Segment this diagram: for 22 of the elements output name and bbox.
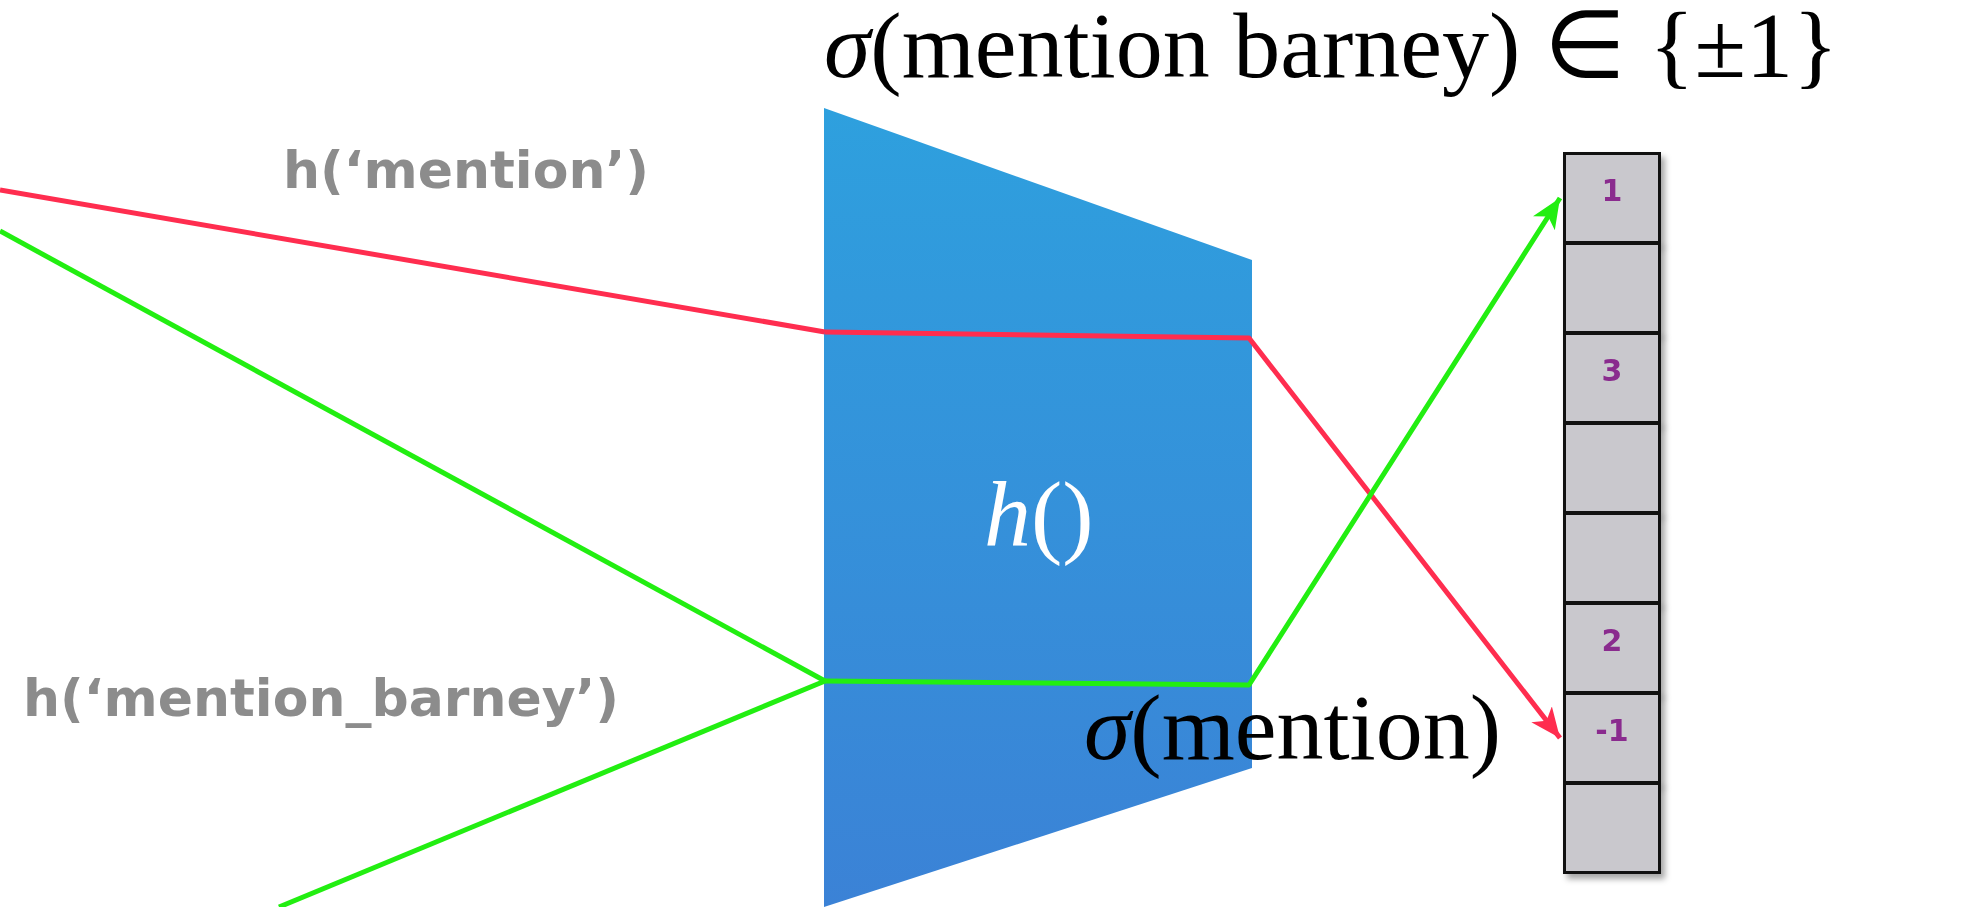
vector-column (1563, 152, 1661, 872)
vector-cell (1563, 692, 1661, 784)
connector-line (0, 228, 827, 684)
vector-cell (1563, 512, 1661, 604)
arrow (824, 329, 1562, 740)
hash-label: h(‘mention’) (283, 140, 649, 200)
arrow (824, 196, 1563, 688)
vector-cell (1563, 332, 1661, 424)
cell-value: 1 (1600, 173, 1624, 208)
vector-cell (1563, 242, 1661, 334)
hash-label: h(‘mention_barney’) (23, 668, 620, 728)
cell-value: 2 (1600, 623, 1624, 658)
vector-cell (1563, 422, 1661, 514)
vector-cell (1563, 152, 1661, 244)
formula-title: σ(mention barney) ∈ {±1} (824, 0, 1839, 98)
cell-value: 3 (1600, 353, 1624, 388)
connector-line (278, 678, 826, 907)
connector-line (0, 187, 826, 335)
vector-cell (1563, 602, 1661, 694)
vector-cell (1563, 782, 1661, 874)
function-label: h() (984, 463, 1094, 567)
cell-value: -1 (1594, 713, 1630, 748)
